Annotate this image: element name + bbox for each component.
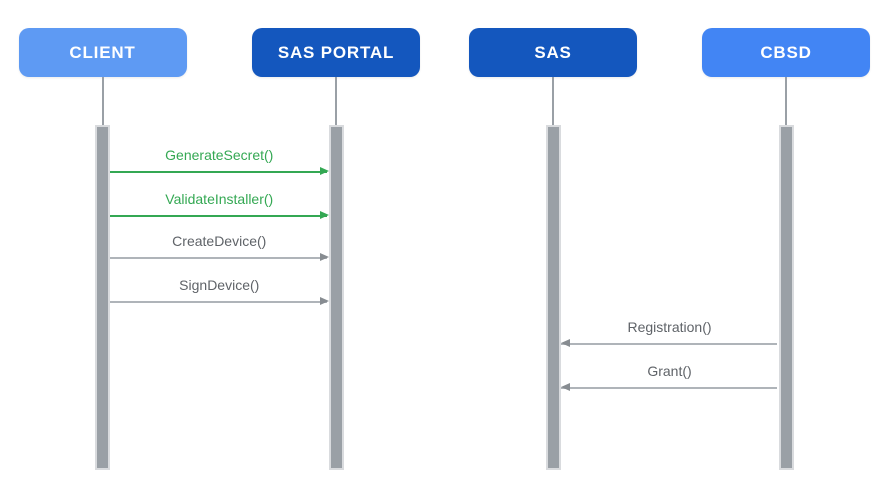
actor-box-cbsd: CBSD — [702, 28, 870, 77]
activation-bar — [545, 125, 561, 470]
message-line — [560, 387, 777, 389]
lifeline — [785, 77, 787, 125]
message-line — [110, 257, 327, 259]
actor-label: SAS PORTAL — [277, 42, 395, 62]
message-line — [110, 215, 327, 217]
message-arrowhead-icon — [560, 339, 570, 347]
message-label: ValidateInstaller() — [165, 191, 274, 207]
message-arrowhead-icon — [319, 167, 329, 175]
message-label: GenerateSecret() — [165, 147, 274, 163]
actor-box-client: CLIENT — [18, 28, 187, 77]
message-arrowhead-icon — [319, 297, 329, 305]
message-arrowhead-icon — [319, 211, 329, 219]
actor-box-sas: SAS — [469, 28, 637, 77]
lifeline — [335, 77, 337, 125]
actor-box-sas-portal: SAS PORTAL — [252, 28, 420, 77]
activation-bar — [328, 125, 344, 470]
message-label: CreateDevice() — [172, 233, 267, 249]
message-label: Registration() — [627, 319, 712, 335]
actor-label: CLIENT — [69, 42, 136, 62]
message-label: SignDevice() — [179, 277, 260, 293]
activation-bar — [778, 125, 794, 470]
actor-label: CBSD — [760, 42, 812, 62]
lifeline — [101, 77, 104, 125]
message-line — [110, 171, 327, 173]
activation-bar — [95, 125, 110, 470]
message-arrowhead-icon — [319, 253, 329, 261]
message-line — [560, 343, 777, 345]
actor-label: SAS — [534, 42, 572, 62]
message-label: Grant() — [647, 363, 692, 379]
message-arrowhead-icon — [560, 383, 570, 391]
lifeline — [552, 77, 554, 125]
message-line — [110, 301, 327, 303]
